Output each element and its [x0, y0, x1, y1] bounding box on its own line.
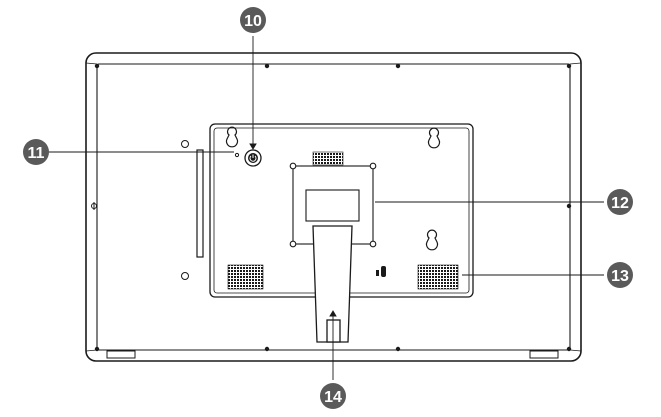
side-slot — [196, 149, 204, 258]
stand — [312, 225, 353, 343]
callout-label: 10 — [244, 13, 262, 30]
leader-lines — [47, 36, 604, 380]
bottom-feet — [106, 350, 559, 359]
side-port — [91, 202, 97, 210]
frame-screws — [94, 63, 572, 352]
vent-grilles — [227, 151, 459, 290]
security-lock-icon — [376, 266, 386, 277]
callout-11: 11 — [23, 139, 49, 165]
keyhole-mount-icon — [225, 126, 441, 251]
callout-label: 11 — [28, 145, 45, 162]
callout-12: 12 — [607, 189, 633, 215]
callout-14: 14 — [320, 383, 346, 409]
callout-label: 14 — [324, 389, 342, 406]
power-icon — [244, 149, 262, 167]
callout-label: 12 — [611, 195, 629, 212]
callout-label: 13 — [611, 268, 629, 285]
frame-holes — [181, 140, 240, 280]
callout-13: 13 — [607, 262, 633, 288]
callout-10: 10 — [240, 7, 266, 33]
